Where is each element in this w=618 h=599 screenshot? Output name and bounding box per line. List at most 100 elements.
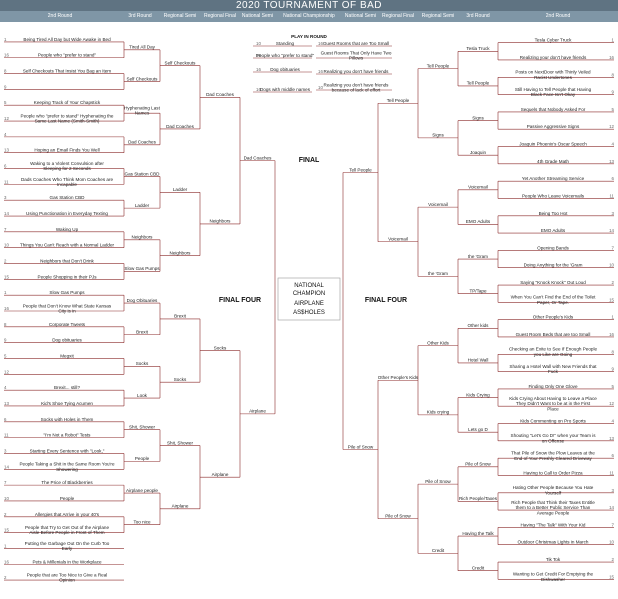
champion-name-1: AIRPLANE (294, 301, 324, 307)
team-entry: The Price of Blackberries (41, 480, 93, 485)
team-entry: Starting Every Sentence with "Look," (30, 448, 105, 453)
advancing-team: Signs (472, 115, 484, 120)
seed-label: 10 (4, 243, 9, 248)
advancing-team: EMO Adults (466, 219, 491, 224)
team-entry: Finding Only One Glove (528, 384, 577, 389)
team-entry: People who "prefer to stand" Hyphenating… (21, 113, 114, 123)
seed-label: 11 (609, 193, 614, 198)
team-entry: People (60, 496, 75, 501)
advancing-team: Lets go D (468, 427, 488, 432)
team-entry: Rich People that Think their Taxes Entit… (511, 500, 595, 515)
seed-label: 16 (4, 53, 9, 58)
advancing-team: Voicemail (388, 237, 408, 242)
play-in-seed: 10 (256, 41, 261, 46)
seed-label: 14 (4, 464, 9, 469)
advancing-team: Dog Obituaries (127, 298, 158, 303)
seed-label: 12 (609, 401, 614, 406)
advancing-team: Credit (472, 565, 485, 570)
seed-label: 16 (609, 55, 614, 60)
advancing-team: Tired All Day (129, 45, 156, 50)
seed-label: 2 (4, 575, 7, 580)
seed-label: 3 (612, 211, 615, 216)
advancing-team: TP/Tape (469, 288, 487, 293)
seed-label: 2 (612, 280, 615, 285)
team-entry: Kids Commenting on Pro Sports (520, 419, 586, 424)
seed-label: 4 (612, 419, 615, 424)
seed-label: 1 (4, 543, 7, 548)
seed-label: 1 (612, 315, 615, 320)
advancing-team: Signs (432, 133, 444, 138)
team-entry: Megxit (60, 353, 74, 358)
seed-label: 5 (612, 384, 615, 389)
seed-label: 7 (4, 227, 7, 232)
round-header-left-1: 3rd Round (128, 13, 152, 19)
advancing-team: Socks (174, 377, 187, 382)
play-in-title: PLAY IN ROUND (291, 34, 327, 39)
seed-label: 11 (4, 179, 9, 184)
advancing-team: Brexit (136, 330, 148, 335)
team-entry: Things You Can't Reach with a Normal Lad… (20, 243, 115, 248)
play-in-team: Guest Rooms that are Too Small (323, 41, 389, 46)
team-entry: Slow Gas Pumps (49, 290, 85, 295)
seed-label: 1 (4, 290, 7, 295)
advancing-team: Neighbors (170, 250, 192, 255)
advancing-team: Tell People (467, 81, 490, 86)
advancing-team: Voicemail (428, 202, 448, 207)
team-entry: Shouting "Let's Go D!" when your Team is… (511, 433, 597, 443)
seed-label: 14 (609, 505, 614, 510)
advancing-team: Neighbors (210, 219, 232, 224)
team-entry: People who "prefer to stand" (38, 53, 97, 58)
play-in-team: Standing (276, 41, 295, 46)
advancing-team: Neighbors (132, 235, 154, 240)
round-header-center: National Championship (283, 13, 335, 19)
seed-label: 9 (4, 84, 7, 89)
advancing-team: Other People's Kids (378, 375, 419, 380)
seed-label: 16 (609, 332, 614, 337)
team-entry: "I'm Not a Robot" Tests (44, 433, 92, 438)
final-four-right-label: FINAL FOUR (365, 297, 407, 304)
seed-label: 1 (612, 38, 615, 43)
advancing-team: Voicemail (468, 185, 488, 190)
seed-label: 6 (4, 417, 7, 422)
team-entry: People that Don't Know What State Kansas… (23, 303, 112, 313)
advancing-team: Shit, Shower (167, 440, 194, 445)
champion-name-2: AS$HOLES (293, 310, 325, 316)
advancing-team: Dad Coaches (244, 155, 273, 160)
advancing-team: Dad Coaches (206, 92, 235, 97)
round-header-right-2: Regional Semi (421, 13, 455, 19)
team-entry: Using Punctionation in Everyday Texting (26, 211, 108, 216)
advancing-team: Pile of Snow (425, 479, 451, 484)
advancing-team: Too nice (133, 519, 151, 524)
seed-label: 13 (4, 148, 9, 153)
seed-label: 7 (4, 480, 7, 485)
round-header-right-4: 2nd Round (545, 13, 571, 19)
seed-label: 12 (4, 369, 9, 374)
team-entry: People that Try to Get Out of the Airpla… (25, 525, 109, 535)
play-in-seed: 16 (318, 69, 323, 74)
seed-label: 9 (4, 338, 7, 343)
team-entry: Having to Call to Order Pizza (523, 470, 583, 475)
seed-label: 1 (4, 37, 7, 42)
advancing-team: Joaquin (470, 150, 487, 155)
seed-label: 16 (4, 306, 9, 311)
advancing-team: Credit (432, 548, 445, 553)
seed-label: 15 (4, 274, 9, 279)
seed-label: 11 (609, 470, 614, 475)
team-entry: Being Too Hot (539, 211, 568, 216)
round-header-left-3: Regional Final (204, 13, 236, 19)
seed-label: 8 (4, 322, 7, 327)
advancing-team: Airplane (172, 504, 189, 509)
seed-label: 16 (4, 559, 9, 564)
seed-label: 15 (4, 528, 9, 533)
seed-label: 8 (612, 349, 615, 354)
advancing-team: Airplane (212, 472, 229, 477)
seed-label: 15 (609, 297, 614, 302)
seed-label: 9 (612, 90, 615, 95)
round-header-right-0: National Semi (344, 13, 377, 19)
seed-label: 5 (4, 100, 7, 105)
round-header-left-2: Regional Semi (163, 13, 197, 19)
